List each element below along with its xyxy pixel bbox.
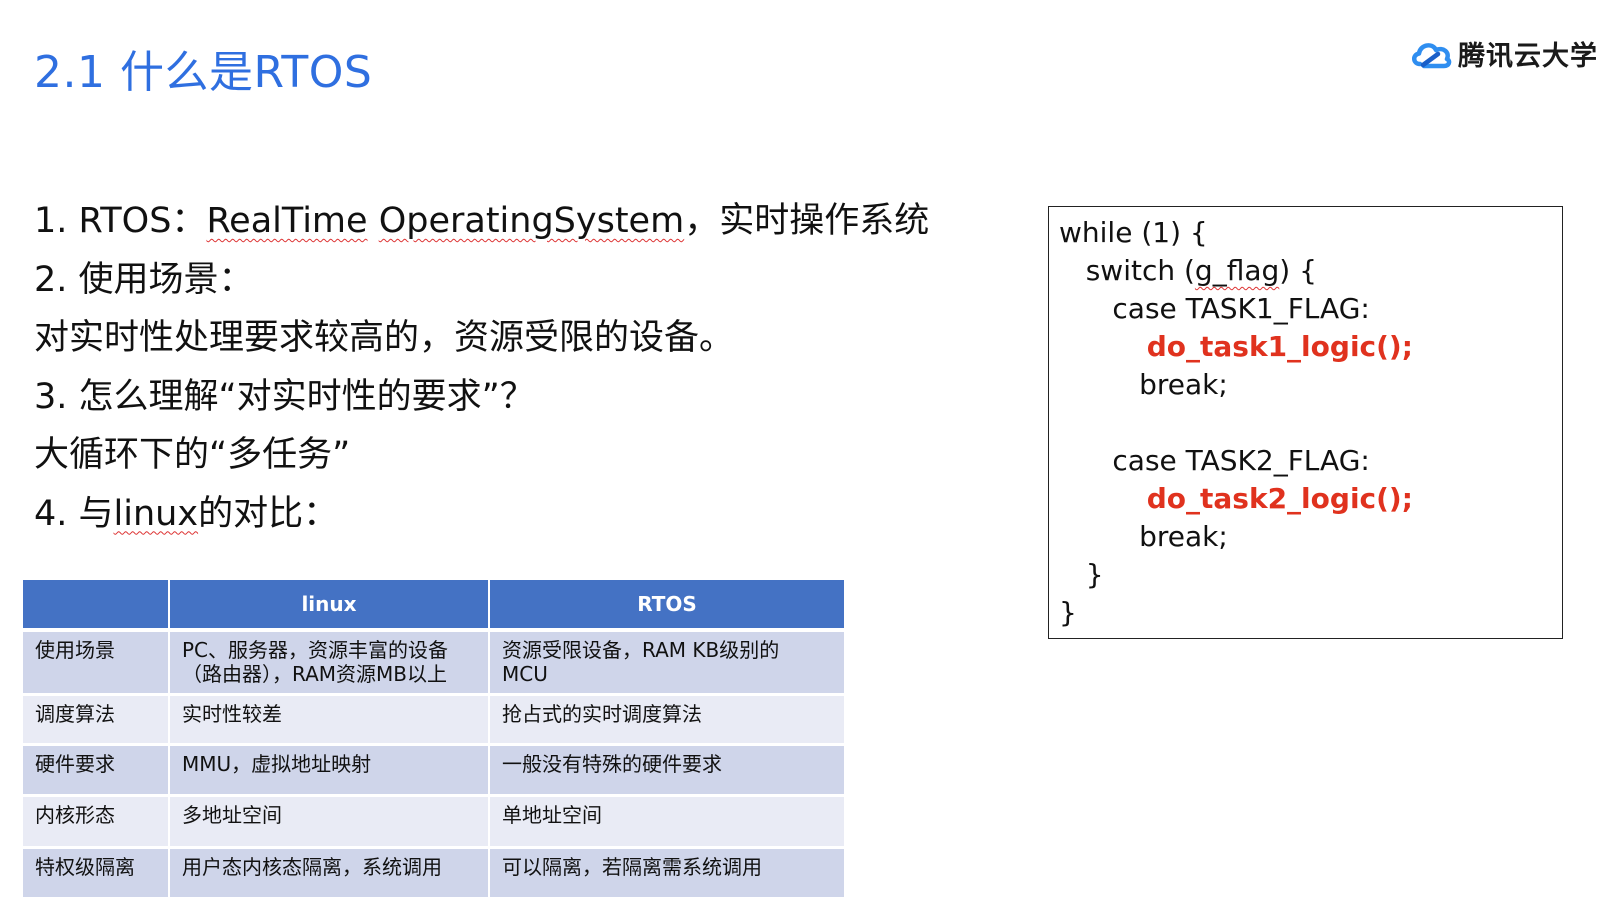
slide-title: 2.1 什么是RTOS	[34, 47, 373, 98]
definition-prefix: 1. RTOS：	[34, 201, 207, 241]
cell-line: 抢占式的实时调度算法	[502, 701, 702, 726]
linux-cell: 实时性较差	[169, 694, 490, 746]
code-line-highlight: do_task1_logic();	[1059, 330, 1413, 363]
cell-line: MMU，虚拟地址映射	[182, 751, 372, 776]
cell-line: 资源受限设备，RAM KB级别的	[502, 638, 780, 662]
table-row: 调度算法 实时性较差 抢占式的实时调度算法	[23, 694, 846, 746]
code-line: case TASK2_FLAG:	[1059, 444, 1370, 477]
slide-body: 1. RTOS：RealTime OperatingSystem，实时操作系统 …	[34, 192, 929, 543]
table-row: 特权级隔离 用户态内核态隔离，系统调用 可以隔离，若隔离需系统调用	[23, 847, 846, 900]
cell-line: MCU	[502, 662, 548, 686]
header-blank	[23, 580, 170, 632]
cell-line: 可以隔离，若隔离需系统调用	[502, 854, 762, 879]
code-line-blank	[1059, 404, 1562, 442]
term-space	[368, 201, 379, 241]
cell-line: （路由器），RAM资源MB以上	[182, 662, 447, 686]
definition-suffix: ，实时操作系统	[684, 201, 930, 241]
code-line: switch (g_flag) {	[1059, 252, 1562, 290]
point-realtime-requirement: 3. 怎么理解“对实时性的要求”？	[34, 376, 535, 417]
table-header-row: linux RTOS	[23, 580, 846, 632]
comparison-prefix: 4. 与	[34, 493, 114, 534]
cell-line: 用户态内核态隔离，系统调用	[182, 854, 442, 879]
point-linux-comparison: 4. 与linux的对比：	[34, 485, 929, 544]
table-row: 硬件要求 MMU，虚拟地址映射 一般没有特殊的硬件要求	[23, 744, 846, 797]
point-use-cases: 2. 使用场景：	[34, 259, 254, 300]
row-label: 调度算法	[23, 694, 170, 746]
row-label: 使用场景	[23, 630, 170, 696]
cell-line: 单地址空间	[502, 802, 602, 827]
multitask-description: 大循环下的“多任务”	[34, 435, 351, 475]
rtos-cell: 可以隔离，若隔离需系统调用	[489, 847, 846, 900]
code-token: ) {	[1279, 254, 1317, 287]
code-line: while (1) {	[1059, 216, 1208, 249]
code-line: case TASK1_FLAG:	[1059, 292, 1370, 325]
code-line: break;	[1059, 368, 1228, 401]
code-token: switch (	[1059, 254, 1195, 287]
point-rtos-definition: 1. RTOS：RealTime OperatingSystem，实时操作系统	[34, 192, 929, 251]
cloud-icon	[1410, 38, 1454, 70]
row-label: 特权级隔离	[23, 847, 170, 900]
code-line: }	[1059, 596, 1077, 629]
header-rtos: RTOS	[489, 580, 846, 632]
code-line-highlight: do_task2_logic();	[1059, 482, 1413, 515]
row-label: 硬件要求	[23, 744, 170, 797]
code-sample-box: while (1) { switch (g_flag) { case TASK1…	[1048, 206, 1563, 639]
code-line: break;	[1059, 520, 1228, 553]
table-row: 内核形态 多地址空间 单地址空间	[23, 795, 846, 849]
linux-cell: 用户态内核态隔离，系统调用	[169, 847, 490, 900]
brand-logo: 腾讯云大学	[1410, 34, 1598, 73]
term-operatingsystem: OperatingSystem	[378, 201, 685, 241]
term-linux: linux	[113, 493, 199, 534]
rtos-cell: 抢占式的实时调度算法	[489, 694, 846, 746]
rtos-cell: 单地址空间	[489, 795, 846, 849]
row-label: 内核形态	[23, 795, 170, 849]
code-token-gflag: g_flag	[1194, 254, 1280, 287]
header-linux: linux	[169, 580, 490, 632]
comparison-table: linux RTOS 使用场景 PC、服务器，资源丰富的设备（路由器），RAM资…	[23, 580, 846, 900]
cell-line: 多地址空间	[182, 802, 282, 827]
linux-cell: 多地址空间	[169, 795, 490, 849]
comparison-suffix: 的对比：	[198, 493, 339, 534]
term-realtime: RealTime	[206, 201, 368, 241]
linux-cell: MMU，虚拟地址映射	[169, 744, 490, 797]
table-row: 使用场景 PC、服务器，资源丰富的设备（路由器），RAM资源MB以上 资源受限设…	[23, 630, 846, 696]
cell-line: 实时性较差	[182, 701, 282, 726]
brand-name: 腾讯云大学	[1458, 41, 1598, 72]
use-case-description: 对实时性处理要求较高的，资源受限的设备。	[34, 318, 735, 358]
linux-cell: PC、服务器，资源丰富的设备（路由器），RAM资源MB以上	[169, 630, 490, 696]
rtos-cell: 一般没有特殊的硬件要求	[489, 744, 846, 797]
cell-line: 一般没有特殊的硬件要求	[502, 751, 722, 776]
cell-line: PC、服务器，资源丰富的设备	[182, 638, 449, 662]
code-line: }	[1059, 558, 1104, 591]
